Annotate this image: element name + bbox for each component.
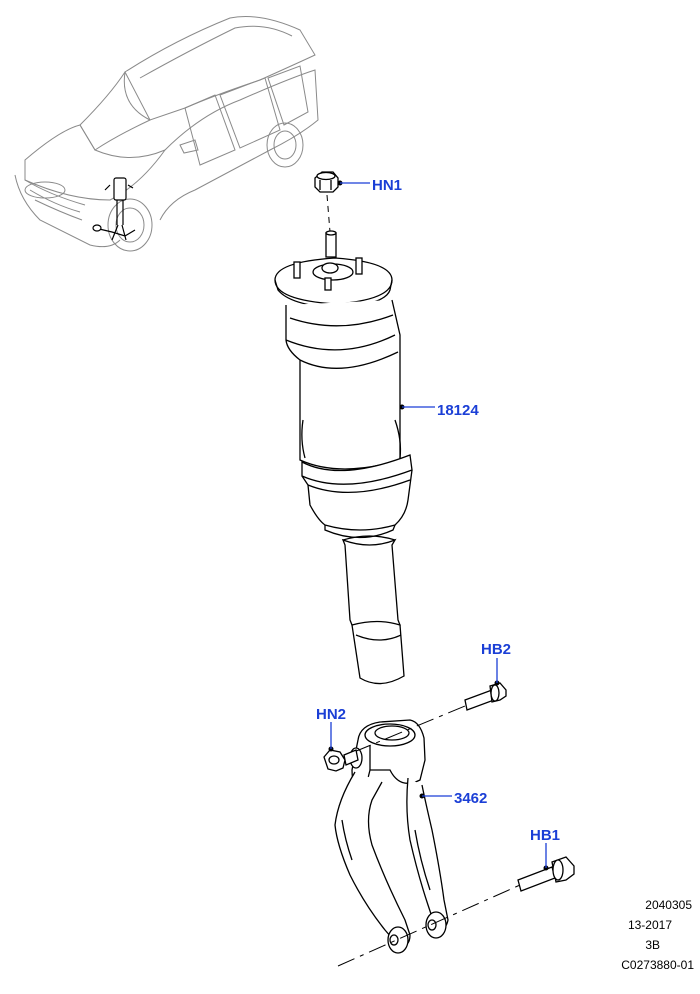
bolt-hb2-drawing xyxy=(464,682,507,711)
reference-date: 13-2017 xyxy=(627,918,672,932)
reference-code-1: 2040305 xyxy=(645,898,692,912)
callout-label-hb2[interactable]: HB2 xyxy=(481,641,511,658)
callout-18124[interactable]: 18124 xyxy=(399,402,480,419)
callout-hn1[interactable]: HN1 xyxy=(337,177,403,194)
nut-hn2-drawing xyxy=(323,749,359,772)
callout-label-hn2[interactable]: HN2 xyxy=(316,706,346,723)
reference-illustration-id: C0273880-01 xyxy=(621,958,694,972)
callout-label-hn1[interactable]: HN1 xyxy=(372,177,402,194)
vehicle-strut-highlight xyxy=(92,177,136,241)
vehicle-locator-illustration xyxy=(14,16,319,252)
fork-drawing xyxy=(334,719,449,954)
nut-axis-dashed xyxy=(326,194,331,233)
callout-3462[interactable]: 3462 xyxy=(419,790,488,807)
callout-hb1[interactable]: HB1 xyxy=(530,827,560,871)
callout-hb2[interactable]: HB2 xyxy=(481,641,511,686)
air-strut-drawing xyxy=(274,230,413,685)
bolt-hb1-drawing xyxy=(517,856,575,892)
upper-bolt-axis-dashed xyxy=(353,705,466,753)
reference-revision: 3B xyxy=(645,938,660,952)
callout-label-hb1[interactable]: HB1 xyxy=(530,827,560,844)
callout-label-3462[interactable]: 3462 xyxy=(454,790,487,807)
callout-label-18124[interactable]: 18124 xyxy=(437,402,479,419)
callout-hn2[interactable]: HN2 xyxy=(316,706,346,752)
nut-hn1-drawing xyxy=(314,171,339,193)
